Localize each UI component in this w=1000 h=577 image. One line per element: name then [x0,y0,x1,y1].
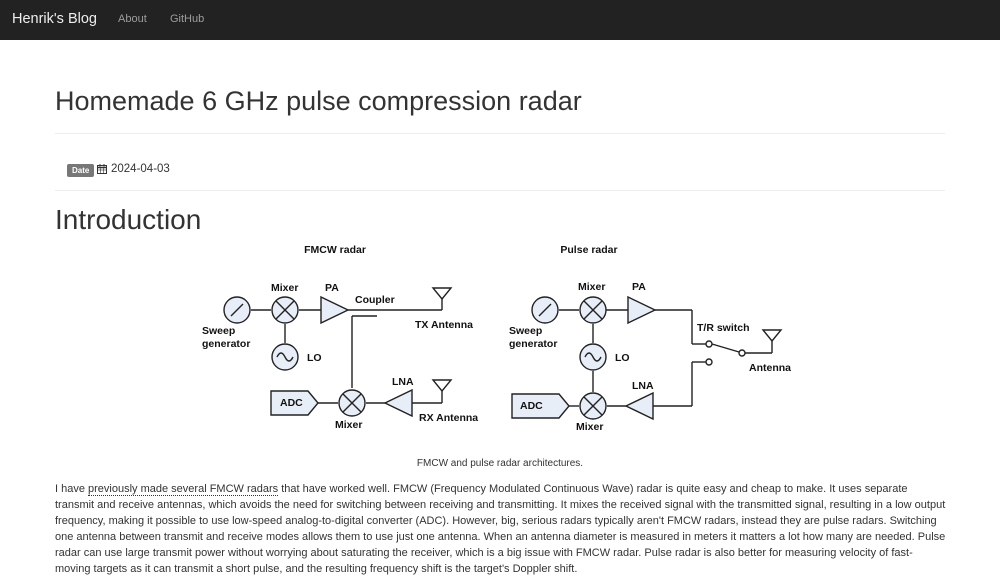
pulse-mixer-bottom-label: Mixer [576,421,603,433]
fmcw-mixer-bottom-label: Mixer [335,419,362,431]
intro-paragraph: I have previously made several FMCW rada… [55,481,947,577]
fmcw-lo-label: LO [307,352,322,364]
intro-text-rest: that have worked well. FMCW (Frequency M… [55,483,946,575]
meta-divider [55,190,945,191]
pulse-labels: Pulse radar Sweep generator Mixer PA T/R… [509,244,791,433]
pulse-diagram [511,295,783,421]
fmcw-lna-label: LNA [392,376,414,388]
pulse-adc-label: ADC [520,400,543,412]
calendar-icon [97,164,107,174]
pulse-antenna-label: Antenna [749,362,791,374]
previous-fmcw-radars-link[interactable]: previously made several FMCW radars [88,483,279,496]
fmcw-coupler-label: Coupler [355,294,395,306]
fmcw-tx-antenna-label: TX Antenna [415,319,473,331]
pulse-title: Pulse radar [560,244,617,256]
page-title: Homemade 6 GHz pulse compression radar [55,86,582,116]
title-divider [55,133,945,134]
navbar: Henrik's Blog About GitHub [0,0,1000,40]
fmcw-mixer-top-label: Mixer [271,282,298,294]
section-title-introduction: Introduction [55,204,202,235]
date-badge: Date [67,164,95,177]
pulse-mixer-top-label: Mixer [578,281,605,293]
figure-caption: FMCW and pulse radar architectures. [416,458,584,469]
nav-link-github[interactable]: GitHub [170,13,205,25]
pulse-lna-label: LNA [632,380,654,392]
pulse-pa-label: PA [632,281,646,293]
pulse-tr-switch-label: T/R switch [697,322,750,334]
post-date: 2024-04-03 [111,163,170,175]
pulse-generator-label: generator [509,338,557,350]
fmcw-pa-label: PA [325,282,339,294]
pulse-sweep-label: Sweep [509,325,542,337]
pulse-lo-label: LO [615,352,630,364]
fmcw-rx-antenna-label: RX Antenna [419,412,478,424]
fmcw-title: FMCW radar [304,244,366,256]
fmcw-sweep-label: Sweep [202,325,235,337]
fmcw-labels: FMCW radar Sweep generator Mixer PA Coup… [202,244,478,431]
fmcw-diagram [223,287,453,418]
fmcw-adc-label: ADC [280,397,303,409]
nav-link-about[interactable]: About [118,13,147,25]
radar-architecture-figure: FMCW radar Sweep generator Mixer PA Coup… [202,244,791,433]
fmcw-generator-label: generator [202,338,250,350]
intro-text-start: I have [55,483,89,495]
brand-link[interactable]: Henrik's Blog [12,11,97,27]
